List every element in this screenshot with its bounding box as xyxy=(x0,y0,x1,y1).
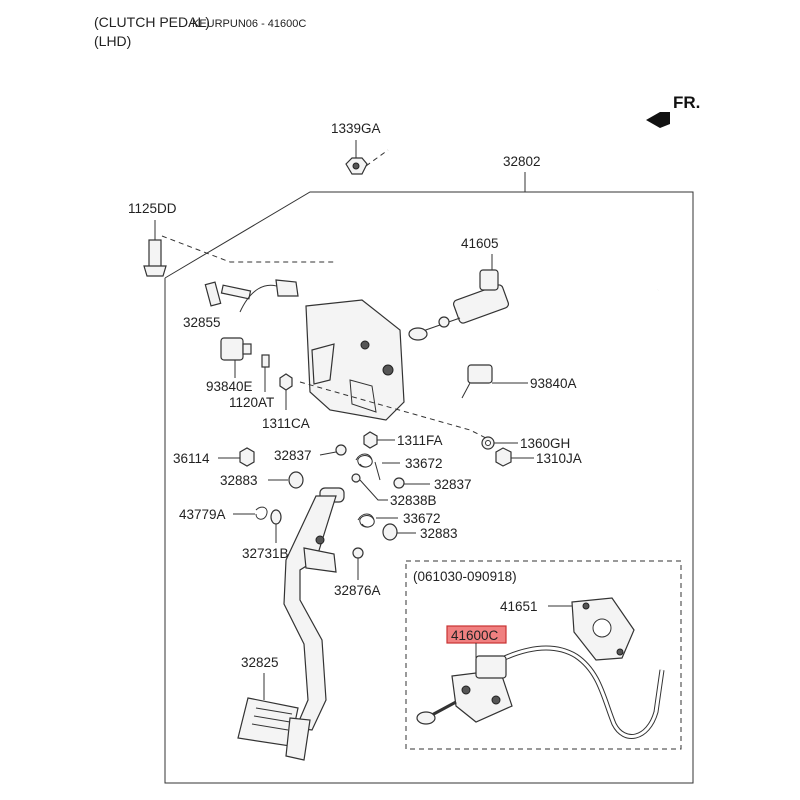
part-1120AT: 1120AT xyxy=(229,354,274,410)
label-1339GA[interactable]: 1339GA xyxy=(331,121,381,136)
front-arrow-icon xyxy=(646,112,670,128)
part-32731B: 32731B xyxy=(242,509,289,561)
cylinder-body-icon xyxy=(452,284,510,324)
part-32837-lower: 32837 xyxy=(393,477,472,492)
variant-box: (061030-090918) xyxy=(405,560,682,750)
part-1360GH: 1360GH xyxy=(481,436,570,451)
label-1120AT[interactable]: 1120AT xyxy=(229,395,274,410)
label-33672-lower[interactable]: 33672 xyxy=(403,511,441,526)
label-1311FA[interactable]: 1311FA xyxy=(397,433,443,448)
label-1311CA[interactable]: 1311CA xyxy=(262,416,310,431)
label-41605[interactable]: 41605 xyxy=(461,236,499,251)
label-41600C[interactable]: 41600C xyxy=(451,628,499,643)
front-direction-indicator: FR. xyxy=(646,93,700,128)
label-32883-upper[interactable]: 32883 xyxy=(220,473,258,488)
connector-icon xyxy=(275,279,299,297)
part-41651: 41651 xyxy=(500,597,635,661)
part-1125DD: 1125DD xyxy=(128,201,336,277)
variant-label: (061030-090918) xyxy=(413,569,517,584)
part-33672-lower: 33672 xyxy=(357,511,441,528)
part-32855: 32855 xyxy=(183,279,299,330)
part-1339GA: 1339GA xyxy=(331,121,389,175)
part-41605: 41605 xyxy=(408,236,660,350)
part-1311FA: 1311FA xyxy=(363,431,443,449)
label-1125DD[interactable]: 1125DD xyxy=(128,201,177,216)
part-33672-upper: 33672 xyxy=(355,453,443,481)
label-32837-lower[interactable]: 32837 xyxy=(434,477,472,492)
label-1310JA[interactable]: 1310JA xyxy=(536,451,582,466)
part-32876A: 32876A xyxy=(334,547,381,598)
pedal-pad xyxy=(237,697,311,761)
part-41600C: 41600C xyxy=(416,625,665,739)
label-1360GH[interactable]: 1360GH xyxy=(520,436,570,451)
label-32837-upper[interactable]: 32837 xyxy=(274,448,312,463)
label-32838B[interactable]: 32838B xyxy=(390,493,437,508)
part-1311CA: 1311CA xyxy=(262,373,310,431)
label-36114[interactable]: 36114 xyxy=(173,451,210,466)
part-32883-upper: 32883 xyxy=(220,471,304,489)
part-32838B: 32838B xyxy=(351,473,437,508)
pedal-arm xyxy=(283,487,345,731)
part-32825: 32825 xyxy=(241,655,279,700)
part-1310JA: 1310JA xyxy=(495,447,582,467)
label-32731B[interactable]: 32731B xyxy=(242,546,289,561)
part-43779A: 43779A xyxy=(179,506,268,522)
label-32883-lower[interactable]: 32883 xyxy=(420,526,458,541)
label-93840A[interactable]: 93840A xyxy=(530,376,577,391)
part-93840A: 93840A xyxy=(461,364,577,399)
label-32825[interactable]: 32825 xyxy=(241,655,279,670)
label-41651[interactable]: 41651 xyxy=(500,599,538,614)
front-direction-label: FR. xyxy=(673,93,700,112)
part-32837-upper: 32837 xyxy=(274,444,347,463)
diagram-subtitle: (LHD) xyxy=(94,33,131,49)
clutch-switch-icon xyxy=(220,337,244,361)
label-43779A[interactable]: 43779A xyxy=(179,507,226,522)
diagram-title: (CLUTCH PEDAL) xyxy=(94,14,210,30)
label-93840E[interactable]: 93840E xyxy=(206,379,253,394)
label-33672-upper[interactable]: 33672 xyxy=(405,456,443,471)
part-32883-lower: 32883 xyxy=(382,523,458,541)
label-32802[interactable]: 32802 xyxy=(503,154,541,169)
label-32876A[interactable]: 32876A xyxy=(334,583,381,598)
main-assembly-frame xyxy=(164,191,694,784)
part-36114: 36114 xyxy=(173,447,255,467)
part-93840E: 93840E xyxy=(206,337,253,394)
bolt-icon xyxy=(148,239,162,269)
switch-icon xyxy=(467,364,493,384)
diagram-id: KEURPUN06 - 41600C xyxy=(192,18,306,30)
label-32855[interactable]: 32855 xyxy=(183,315,221,330)
pedal-bracket xyxy=(305,299,405,421)
